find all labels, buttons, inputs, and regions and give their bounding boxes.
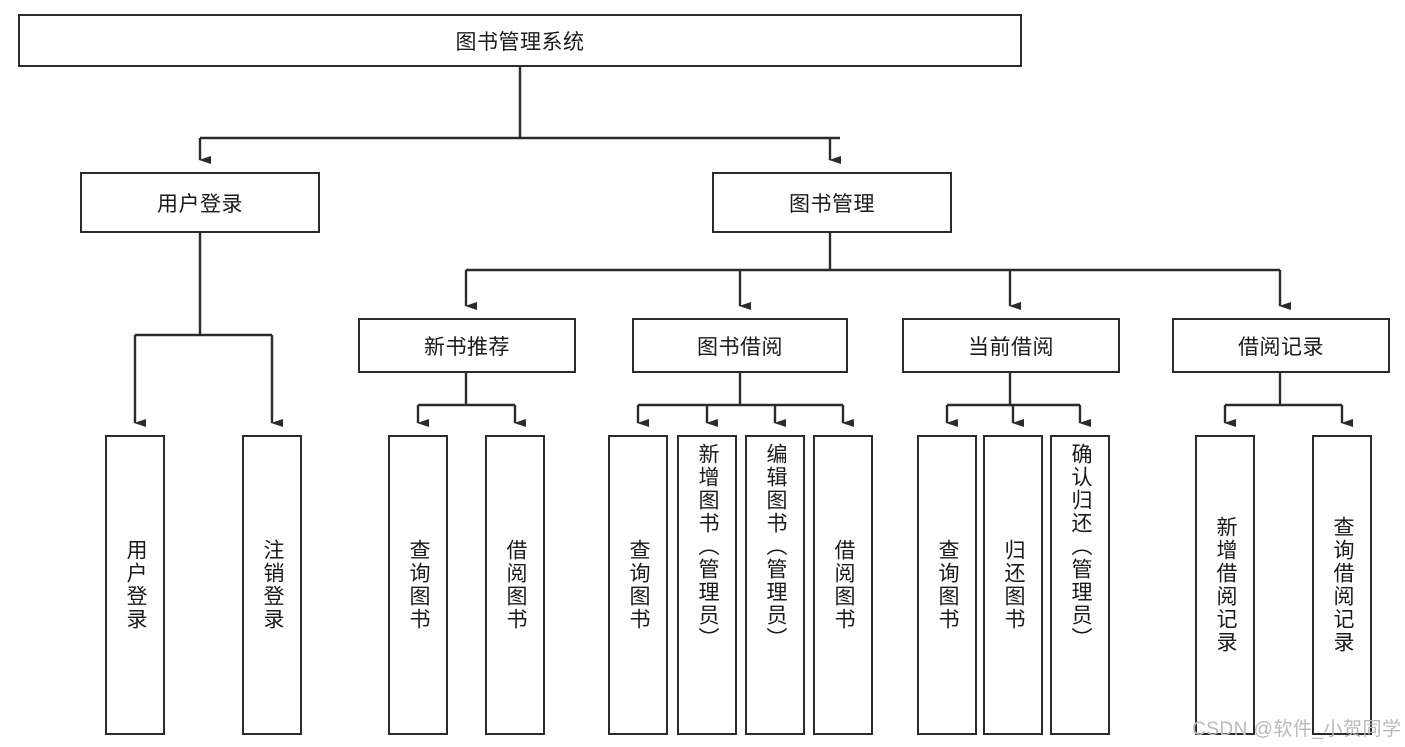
leaf-new-book-query-book[interactable]: 查询图书: [388, 435, 448, 735]
node-user-login[interactable]: 用户登录: [80, 172, 320, 233]
node-current-borrow[interactable]: 当前借阅: [902, 318, 1120, 373]
node-book-borrow[interactable]: 图书借阅: [632, 318, 848, 373]
node-label: 新增借阅记录: [1214, 516, 1238, 654]
node-label: 借阅图书: [504, 539, 528, 631]
leaf-book-borrow-add-book-admin[interactable]: 新增图书（管理员）: [677, 435, 737, 735]
node-label: 新增图书（管理员）: [696, 443, 720, 650]
node-label: 图书管理系统: [455, 30, 585, 54]
node-label: 图书管理: [789, 192, 875, 216]
leaf-book-borrow-query-book[interactable]: 查询图书: [608, 435, 668, 735]
node-label: 图书借阅: [697, 335, 783, 359]
node-label: 查询借阅记录: [1331, 516, 1355, 654]
node-label: 查询图书: [627, 539, 651, 631]
node-label: 借阅图书: [832, 539, 856, 631]
node-label: 编辑图书（管理员）: [764, 443, 788, 650]
leaf-current-borrow-return-book[interactable]: 归还图书: [983, 435, 1043, 735]
leaf-borrow-record-add-record[interactable]: 新增借阅记录: [1195, 435, 1255, 735]
leaf-book-borrow-edit-book-admin[interactable]: 编辑图书（管理员）: [745, 435, 805, 735]
node-label: 当前借阅: [968, 335, 1054, 359]
leaf-new-book-borrow-book[interactable]: 借阅图书: [485, 435, 545, 735]
node-label: 用户登录: [124, 539, 148, 631]
node-book-management[interactable]: 图书管理: [712, 172, 952, 233]
node-label: 查询图书: [407, 539, 431, 631]
node-label: 新书推荐: [424, 335, 510, 359]
leaf-current-borrow-query-book[interactable]: 查询图书: [917, 435, 977, 735]
leaf-book-borrow-borrow-book[interactable]: 借阅图书: [813, 435, 873, 735]
watermark-text: CSDN @软件_小贺同学: [1192, 719, 1402, 740]
node-borrow-record[interactable]: 借阅记录: [1172, 318, 1390, 373]
node-new-book-recommend[interactable]: 新书推荐: [358, 318, 576, 373]
node-label: 注销登录: [261, 539, 285, 631]
node-label: 查询图书: [936, 539, 960, 631]
node-label: 借阅记录: [1238, 335, 1324, 359]
leaf-borrow-record-query-record[interactable]: 查询借阅记录: [1312, 435, 1372, 735]
leaf-current-borrow-confirm-return-admin[interactable]: 确认归还（管理员）: [1050, 435, 1110, 735]
node-label: 确认归还（管理员）: [1069, 443, 1093, 650]
node-label: 归还图书: [1002, 539, 1026, 631]
node-label: 用户登录: [157, 192, 243, 216]
node-root-book-management-system[interactable]: 图书管理系统: [18, 14, 1022, 67]
leaf-user-login-logout[interactable]: 注销登录: [242, 435, 302, 735]
leaf-user-login-login[interactable]: 用户登录: [105, 435, 165, 735]
